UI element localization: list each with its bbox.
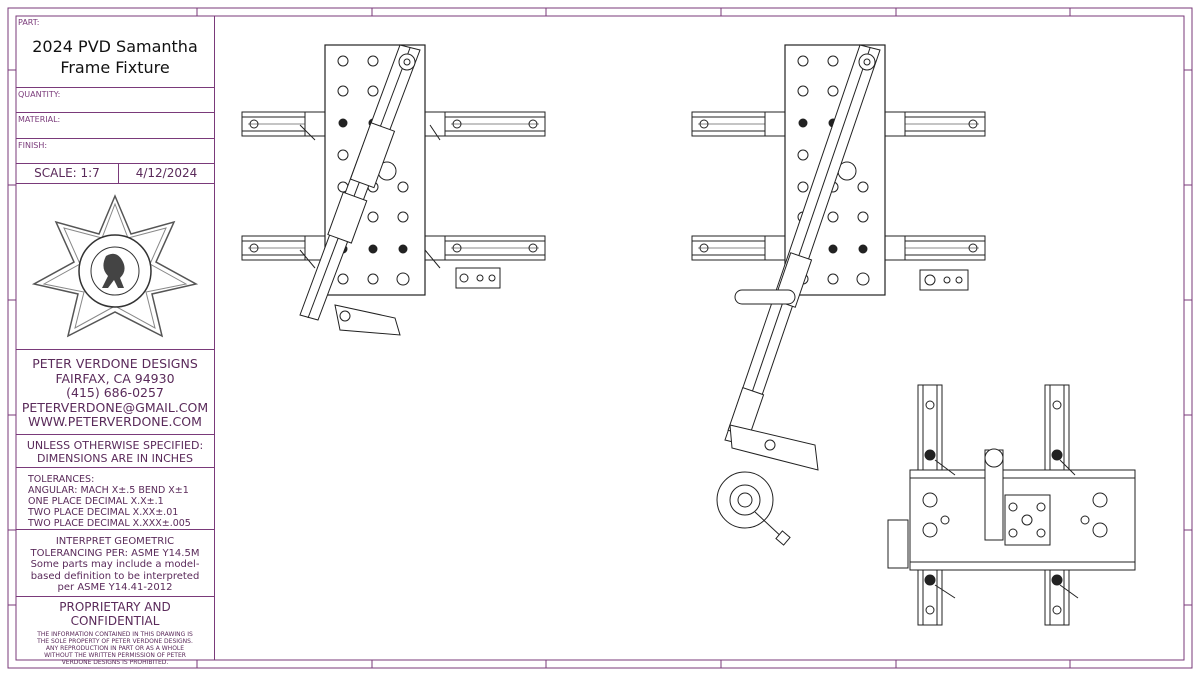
proprietary-line: THE SOLE PROPERTY OF PETER VERDONE DESIG… (37, 638, 193, 645)
company-phone: (415) 686-0257 (66, 385, 164, 400)
units-note-line: DIMENSIONS ARE IN INCHES (37, 452, 193, 465)
proprietary-line: VERDONE DESIGNS IS PROHIBITED. (61, 659, 169, 666)
company-address: FAIRFAX, CA 94930 (55, 370, 175, 386)
interpret-line: based definition to be interpreted (30, 570, 200, 582)
company-email: PETERVERDONE@GMAIL.COM (21, 399, 209, 415)
logo-cell (16, 184, 214, 350)
company-info: PETER VERDONE DESIGNS FAIRFAX, CA 94930 … (16, 350, 214, 435)
units-note-line: UNLESS OTHERWISE SPECIFIED: (26, 439, 204, 452)
title-block: PART: 2024 PVD Samantha Frame Fixture QU… (16, 16, 215, 666)
company-name: PETER VERDONE DESIGNS (32, 356, 198, 371)
part-label: PART: (18, 18, 40, 27)
interpret-line: per ASME Y14.41-2012 (57, 582, 173, 593)
tolerance-line: TOLERANCES: (28, 474, 95, 485)
part-name: 2024 PVD Samantha Frame Fixture (16, 36, 214, 78)
part-name-line1: 2024 PVD Samantha (32, 37, 198, 56)
quantity-label: QUANTITY: (18, 90, 61, 99)
scale: SCALE: 1:7 (16, 164, 119, 183)
part-cell: PART: 2024 PVD Samantha Frame Fixture (16, 16, 214, 88)
finish-cell: FINISH: (16, 139, 214, 164)
material-cell: MATERIAL: (16, 113, 214, 139)
proprietary-heading: PROPRIETARY AND CONFIDENTIAL (59, 600, 171, 628)
interpret-line: Some parts may include a model- (30, 559, 200, 570)
tolerance-line: ONE PLACE DECIMAL X.X±.1 (28, 496, 164, 507)
proprietary-body: THE INFORMATION CONTAINED IN THIS DRAWIN… (16, 628, 214, 666)
interpret-line: INTERPRET GEOMETRIC (55, 536, 175, 547)
interpret-note: INTERPRET GEOMETRIC TOLERANCING PER: ASM… (16, 530, 214, 597)
badge-logo (31, 194, 199, 338)
company-website: WWW.PETERVERDONE.COM (28, 414, 202, 429)
tolerance-line: TWO PLACE DECIMAL X.XX±.01 (28, 507, 179, 518)
quantity-cell: QUANTITY: (16, 88, 214, 113)
tolerance-line: TWO PLACE DECIMAL X.XXX±.005 (28, 518, 191, 529)
proprietary-line: THE INFORMATION CONTAINED IN THIS DRAWIN… (37, 631, 193, 638)
proprietary-line: WITHOUT THE WRITTEN PERMISSION OF PETER (44, 652, 186, 659)
material-label: MATERIAL: (18, 115, 61, 124)
proprietary-notice: PROPRIETARY AND CONFIDENTIAL THE INFORMA… (16, 597, 214, 666)
tolerance-line: ANGULAR: MACH X±.5 BEND X±1 (28, 485, 189, 496)
scale-date-row: SCALE: 1:7 4/12/2024 (16, 164, 214, 184)
interpret-line: TOLERANCING PER: ASME Y14.5M (30, 547, 200, 559)
tolerances: TOLERANCES: ANGULAR: MACH X±.5 BEND X±1 … (16, 468, 214, 530)
part-name-line2: Frame Fixture (60, 58, 170, 77)
view-top-left (241, 44, 546, 336)
date: 4/12/2024 (135, 166, 198, 180)
proprietary-line: ANY REPRODUCTION IN PART OR AS A WHOLE (45, 645, 185, 652)
view-top-right (691, 44, 986, 546)
units-note: UNLESS OTHERWISE SPECIFIED: DIMENSIONS A… (16, 435, 214, 468)
finish-label: FINISH: (18, 141, 48, 150)
view-bottom-right (887, 384, 1136, 626)
